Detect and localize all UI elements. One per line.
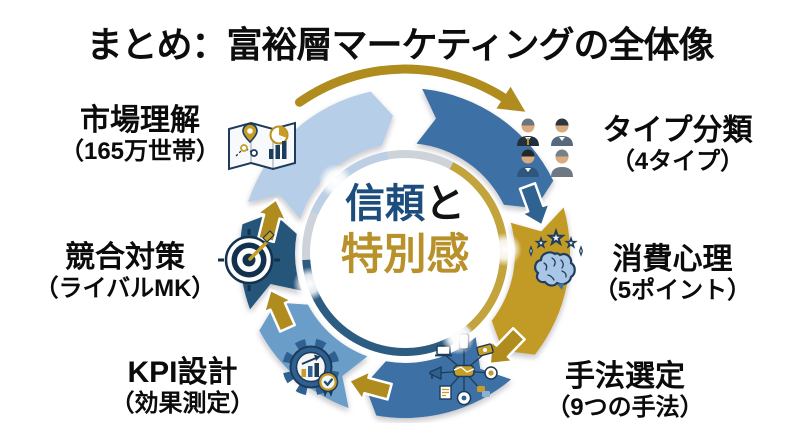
light-flare <box>318 164 353 199</box>
segment-sublabel: （4タイプ） <box>610 147 745 175</box>
check-badge-icon <box>317 371 339 397</box>
flow-arrow-upper-left <box>256 197 288 244</box>
segment-label: 市場理解 <box>80 104 200 137</box>
light-flare <box>487 232 522 267</box>
segment-label: タイプ分類 <box>602 114 753 147</box>
center-special-text: 特別感 <box>340 230 470 279</box>
light-flare <box>292 266 327 301</box>
label-consumer-psychology: 消費心理 （5ポイント） <box>585 243 760 304</box>
label-market-understanding: 市場理解 （165万世帯） <box>35 104 245 165</box>
map-chart-icon <box>228 121 296 171</box>
customer-types-icon <box>517 118 573 177</box>
segment-sublabel: （ライバルMK） <box>34 274 216 302</box>
label-competitor-strategy: 競合対策 （ライバルMK） <box>25 241 225 302</box>
segment-label: 競合対策 <box>65 241 185 274</box>
segment-sublabel: （165万世帯） <box>59 137 221 165</box>
segment-label: KPI設計 <box>127 356 238 389</box>
flow-arrow-bottom <box>347 369 393 402</box>
competitor-target-icon <box>218 229 280 291</box>
center-message: 信頼と 特別感 <box>305 180 505 281</box>
segment-type-classification <box>416 88 554 209</box>
segment-sublabel: （9つの手法） <box>546 393 704 421</box>
flow-arrow-upper-right <box>518 182 552 227</box>
center-trust-text: 信頼 <box>345 182 425 226</box>
flow-arrow-top-head <box>496 86 526 112</box>
label-method-selection: 手法選定 （9つの手法） <box>540 360 710 421</box>
center-and-text: と <box>425 182 465 226</box>
segment-label: 消費心理 <box>612 243 733 276</box>
segment-sublabel: （5ポイント） <box>593 276 752 304</box>
flow-arrow-lower-left <box>262 288 296 333</box>
center-line1: 信頼と <box>305 180 505 229</box>
page-title: まとめ：富裕層マーケティングの全体像 <box>86 24 714 65</box>
brain-icon <box>528 227 584 290</box>
label-kpi-design: KPI設計 （効果測定） <box>90 356 275 417</box>
light-flare <box>441 320 475 355</box>
flow-arrow-top <box>295 64 510 107</box>
segment-market-understanding <box>248 91 393 219</box>
segment-consumer-psychology <box>491 207 570 355</box>
segment-sublabel: （効果測定） <box>110 389 255 417</box>
label-type-classification: タイプ分類 （4タイプ） <box>585 114 770 175</box>
segment-label: 手法選定 <box>565 360 685 393</box>
